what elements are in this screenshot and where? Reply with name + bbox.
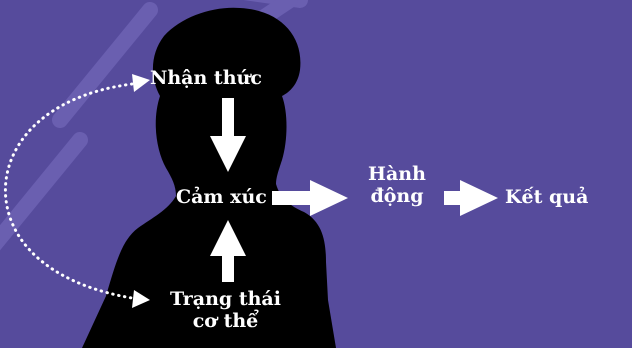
arrowhead-icon [132, 290, 150, 308]
action-label: Hành động [362, 163, 432, 207]
emotion-label: Cảm xúc [176, 186, 267, 208]
arrowhead-icon [132, 74, 150, 92]
action-label-line2: động [370, 185, 424, 207]
result-label: Kết quả [505, 186, 589, 208]
woman-silhouette-icon [82, 7, 336, 348]
action-label-line1: Hành [368, 163, 426, 185]
body-state-label-line2: cơ thể [192, 310, 259, 332]
body-state-label-line1: Trạng thái [170, 288, 281, 310]
perception-label: Nhận thức [150, 67, 262, 89]
feedback-dotted-arrow [3, 82, 134, 300]
arrow-down-icon [210, 98, 246, 172]
arrow-right-icon [272, 180, 348, 216]
arrow-right-icon [444, 180, 498, 216]
arrow-up-icon [210, 220, 246, 282]
body-state-label: Trạng thái cơ thể [148, 288, 303, 332]
